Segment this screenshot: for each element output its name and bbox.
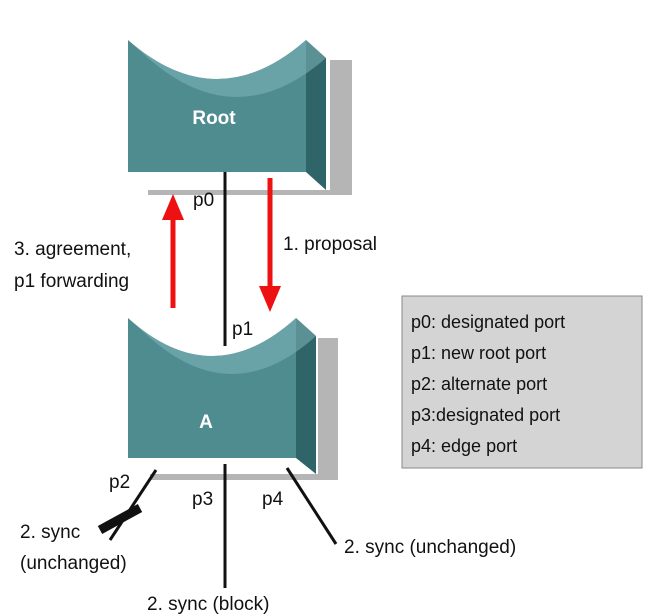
legend-box	[401, 295, 643, 469]
root-switch-side	[306, 40, 326, 190]
root-switch-top	[128, 40, 326, 97]
sync-p4-label: 2. sync (unchanged)	[344, 537, 516, 558]
agreement-label-line1: 3. agreement,	[14, 239, 131, 260]
p2-block-bar	[97, 504, 143, 534]
legend: p0: designated port p1: new root port p2…	[401, 295, 643, 469]
root-switch-front	[128, 40, 306, 172]
port-label-p3: p3	[192, 489, 213, 510]
root-switch: Root	[128, 40, 352, 195]
switch-a: A	[128, 318, 338, 480]
port-label-p4: p4	[262, 489, 284, 510]
port-label-p1: p1	[232, 319, 253, 340]
sync-p2-label-line2: (unchanged)	[20, 553, 127, 574]
switch-a-side	[296, 318, 316, 474]
agreement-label-line2: p1 forwarding	[14, 271, 129, 292]
sync-p2-label-line1: 2. sync	[20, 522, 80, 543]
root-switch-shadow	[148, 60, 352, 195]
proposal-arrow	[259, 178, 281, 312]
port-label-p0: p0	[193, 190, 214, 211]
legend-item: p4: edge port	[411, 436, 517, 456]
p2-link	[108, 469, 158, 541]
legend-item: p0: designated port	[411, 312, 565, 332]
agreement-arrow	[162, 194, 184, 308]
proposal-arrow-head	[259, 286, 281, 312]
agreement-arrow-head	[162, 194, 184, 220]
port-label-p2: p2	[109, 472, 130, 493]
legend-item: p2: alternate port	[411, 374, 547, 394]
switch-a-top	[128, 318, 316, 374]
legend-item: p3:designated port	[411, 405, 560, 425]
switch-a-shadow	[150, 338, 338, 480]
proposal-label: 1. proposal	[283, 234, 377, 255]
switch-a-label: A	[199, 412, 213, 433]
legend-item: p1: new root port	[411, 343, 546, 363]
root-switch-label: Root	[192, 108, 236, 129]
p4-link	[285, 467, 338, 545]
sync-p3-label: 2. sync (block)	[147, 594, 269, 615]
